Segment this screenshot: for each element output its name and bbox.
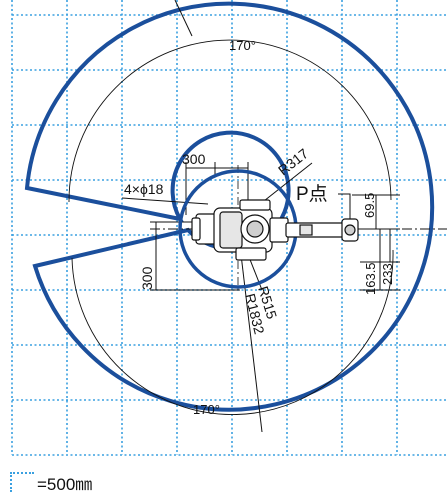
- legend-text: =500㎜: [37, 474, 93, 494]
- dim-300-v-label: 300: [139, 266, 155, 290]
- angle-bottom-label: 170°: [193, 402, 220, 417]
- hole-leader: [121, 197, 209, 205]
- hole-label: 4×ϕ18: [124, 181, 164, 197]
- r317-label: R317: [275, 145, 311, 178]
- work-envelope-outer: [24, 1, 435, 412]
- p-point-label: P点: [296, 183, 328, 205]
- dim-233-label: 233: [380, 263, 395, 285]
- dim-69-5-label: 69.5: [362, 193, 377, 218]
- leader-line-top: [174, 0, 193, 37]
- angle-top-label: 170°: [229, 38, 256, 53]
- p-point-leader: [338, 193, 351, 229]
- p-point-arc-lower: [71, 249, 394, 415]
- grid-scale-legend: =500㎜: [10, 472, 93, 494]
- dim-163-5-label: 163.5: [363, 262, 378, 295]
- r1832-line: [237, 228, 263, 433]
- dim-300-h-label: 300: [182, 151, 206, 167]
- robot-body: [191, 199, 359, 261]
- grid-swatch: [10, 472, 34, 492]
- p-point-arc: [68, 39, 392, 203]
- dims-right: [352, 194, 400, 291]
